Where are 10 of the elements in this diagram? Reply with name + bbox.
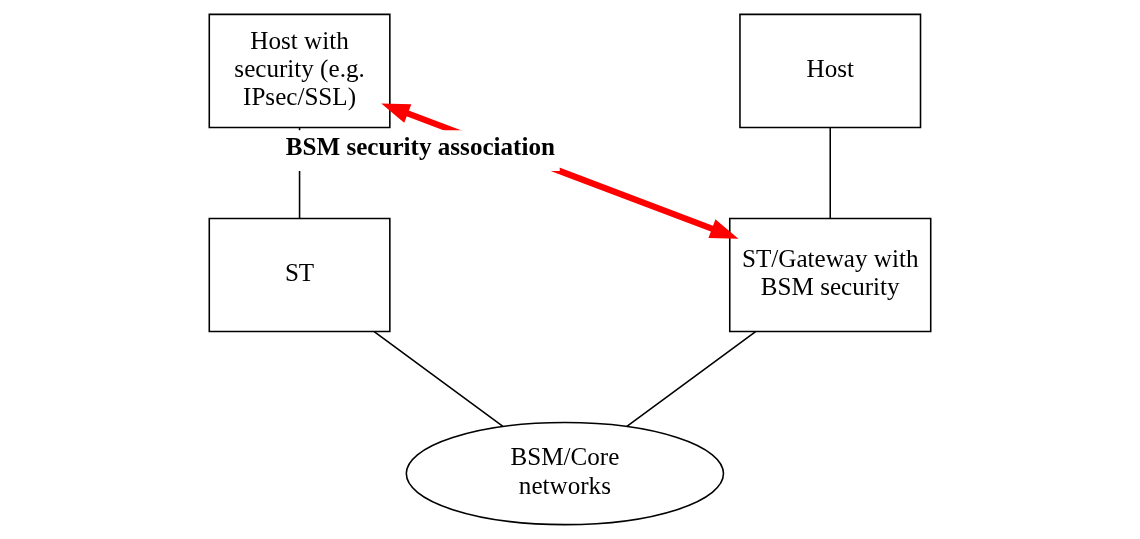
node-box: Host with security (e.g. IPsec/SSL) (208, 13, 391, 129)
edge-label: BSM security association (285, 132, 555, 160)
connector (829, 127, 832, 219)
node-box: ST (208, 217, 391, 333)
node-ellipse: BSM/Core networks (405, 421, 725, 526)
connector (373, 330, 504, 428)
connector (626, 330, 757, 428)
arrow (381, 103, 739, 239)
node-box: ST/Gateway with BSM security (728, 217, 932, 333)
node-box: Host (739, 13, 922, 129)
